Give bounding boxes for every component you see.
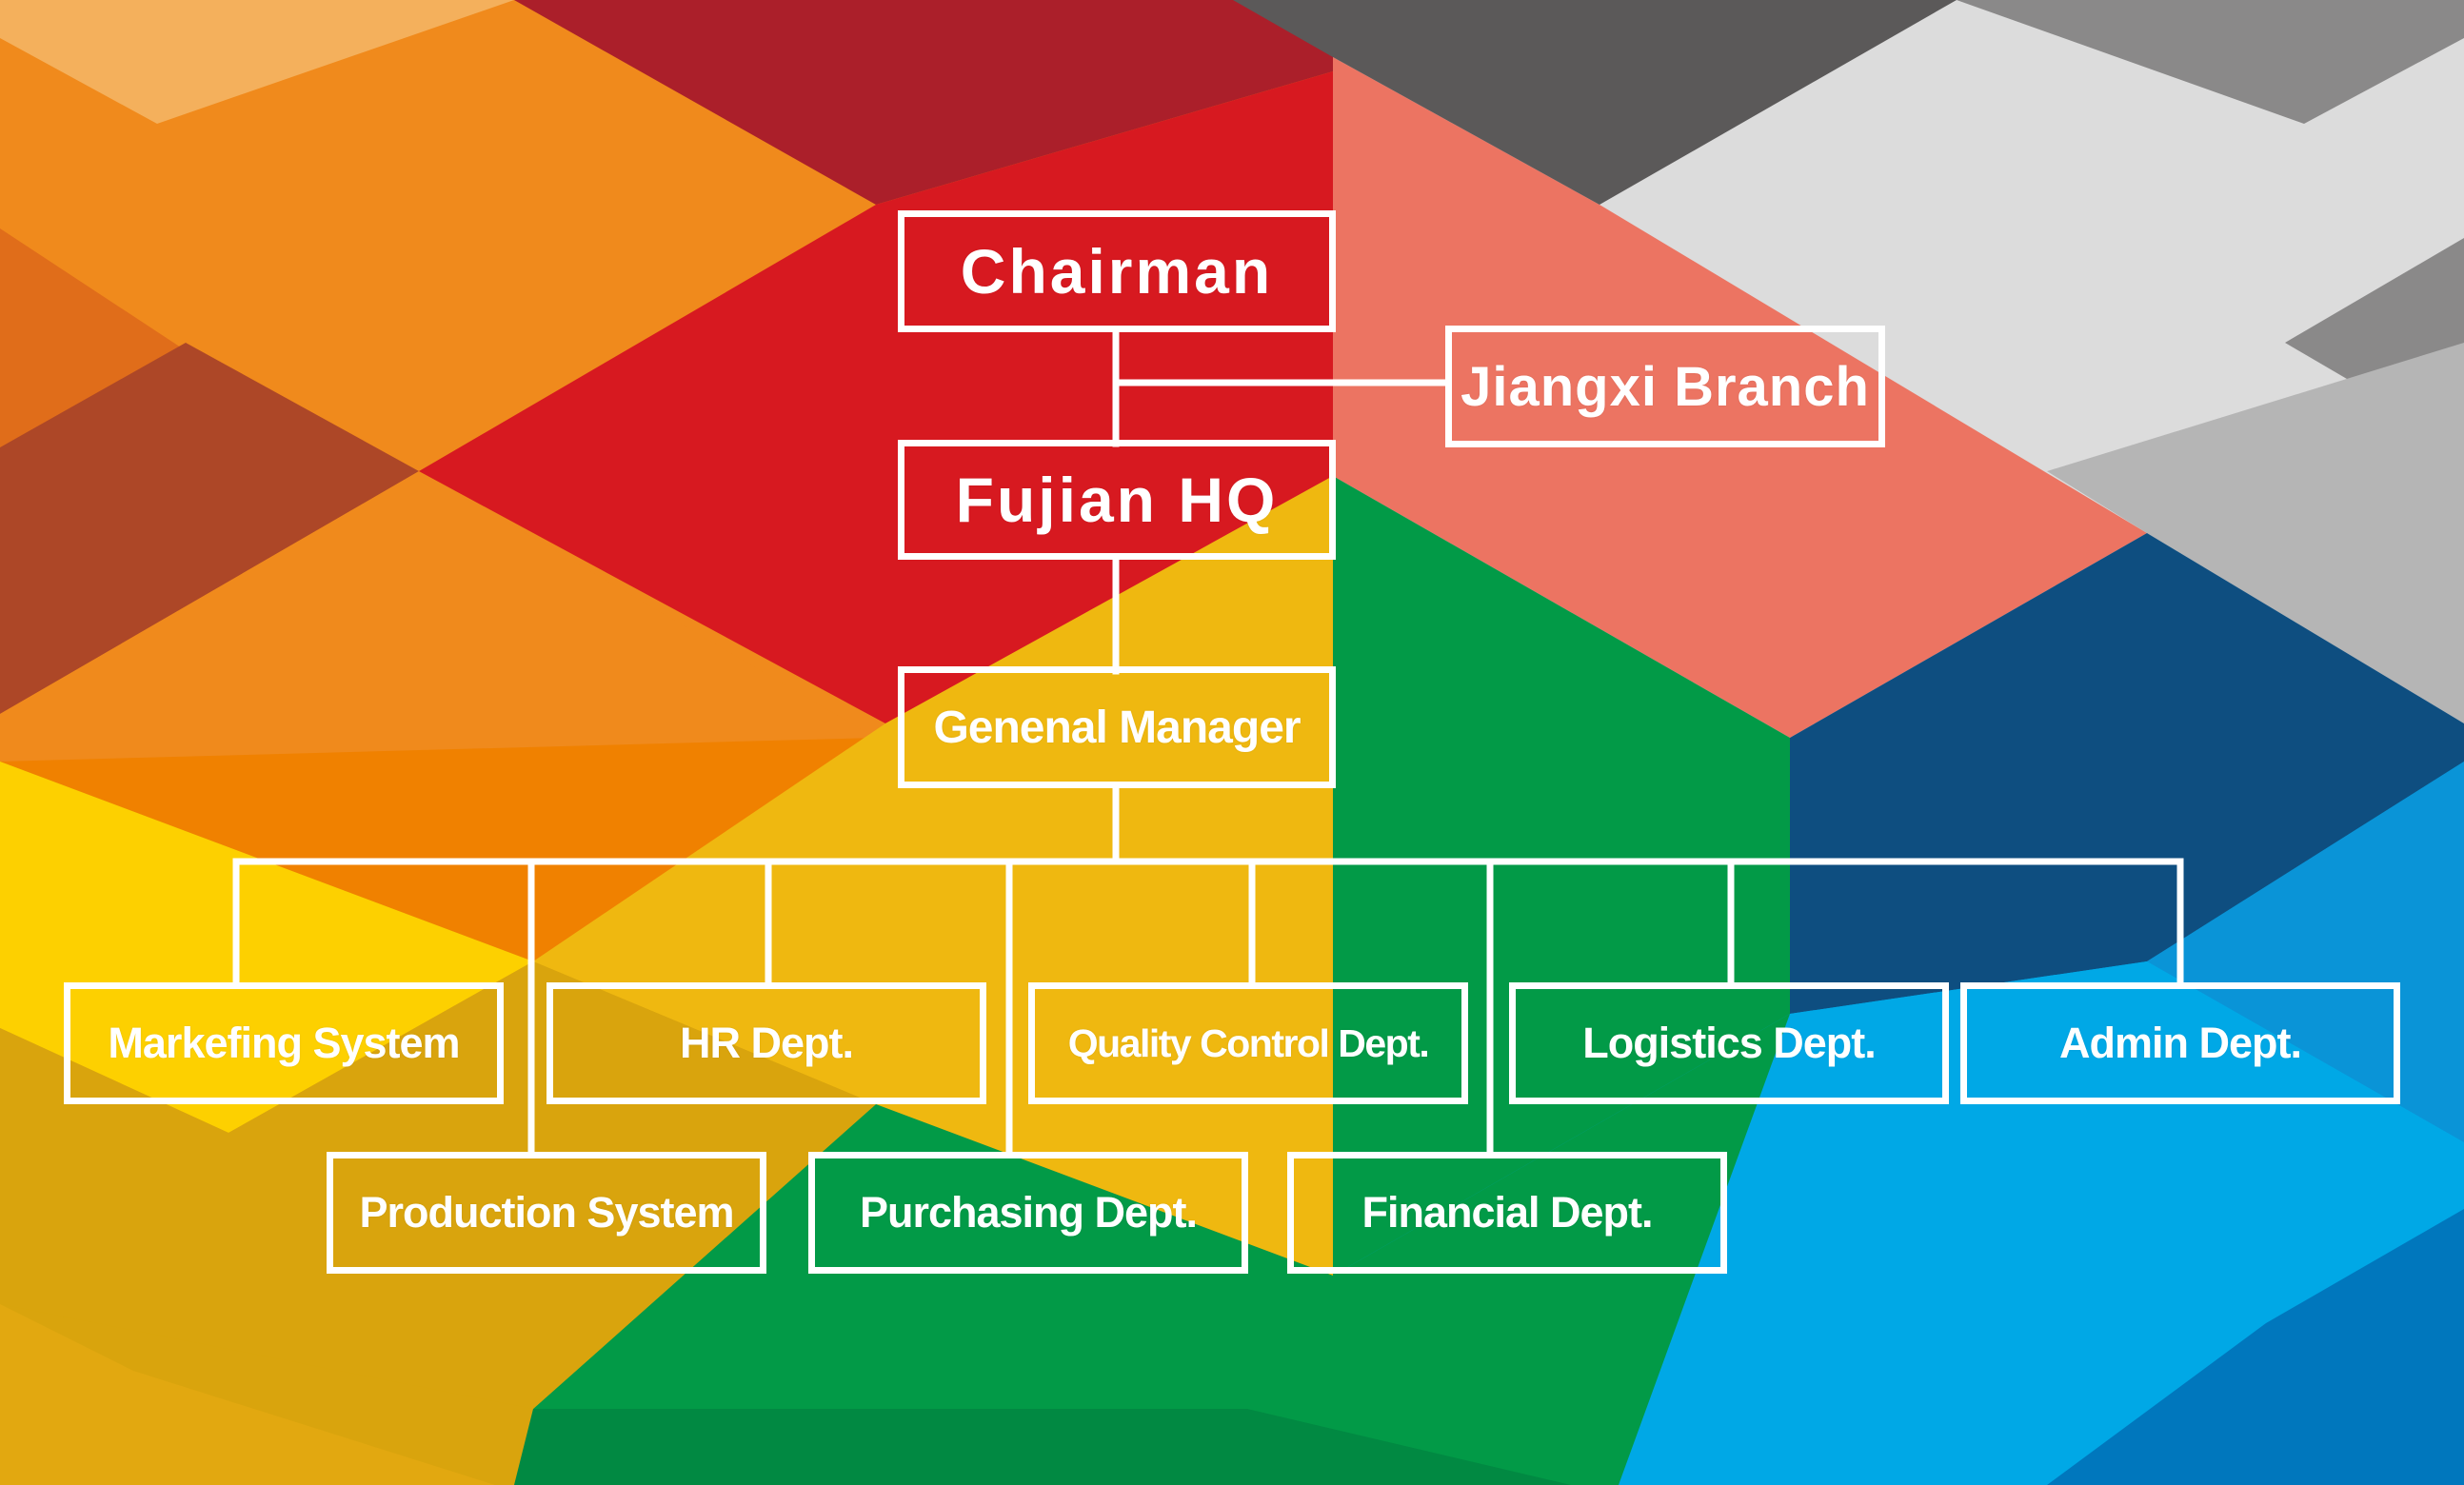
markefing-system-node: Markefing System [64, 982, 504, 1104]
chairman-node: Chairman [898, 210, 1336, 332]
bg-shape [533, 1014, 1790, 1485]
bg-shape [2147, 762, 2464, 1142]
financial-dept-node: Financial Dept. [1287, 1152, 1727, 1274]
bg-shape [0, 471, 876, 762]
bg-shape [533, 476, 1333, 1276]
bg-shape [2047, 1209, 2464, 1485]
bg-shape [0, 762, 533, 1133]
bg-shape [1790, 533, 2464, 1014]
bg-shape [0, 0, 514, 124]
bg-shape [1233, 0, 1957, 205]
bg-shape [1957, 0, 2464, 124]
bg-shape [0, 961, 876, 1409]
bg-shape [514, 1409, 1571, 1485]
bg-shape [514, 0, 1333, 205]
bg-shape [1333, 476, 1790, 1276]
bg-shape [419, 71, 1333, 723]
bg-shape [2047, 343, 2464, 723]
bg-shape [0, 228, 181, 447]
bg-shape [0, 1304, 495, 1485]
bg-shape [0, 343, 419, 714]
bg-shape [0, 738, 876, 961]
logistics-dept-node: Logistics Dept. [1509, 982, 1949, 1104]
fujian-hq-node: Fujian HQ [898, 440, 1336, 560]
admin-dept-node: Admin Dept. [1960, 982, 2400, 1104]
production-system-node: Production System [327, 1152, 766, 1274]
bg-shape [1333, 57, 2147, 738]
general-manager-node: Genenal Manager [898, 666, 1336, 788]
quality-control-dept-node: Quality Control Dept. [1028, 982, 1468, 1104]
jiangxi-branch-node: Jiangxi Branch [1445, 326, 1885, 447]
purchasing-dept-node: Purchasing Dept. [808, 1152, 1248, 1274]
hr-dept-node: HR Dept. [546, 982, 986, 1104]
